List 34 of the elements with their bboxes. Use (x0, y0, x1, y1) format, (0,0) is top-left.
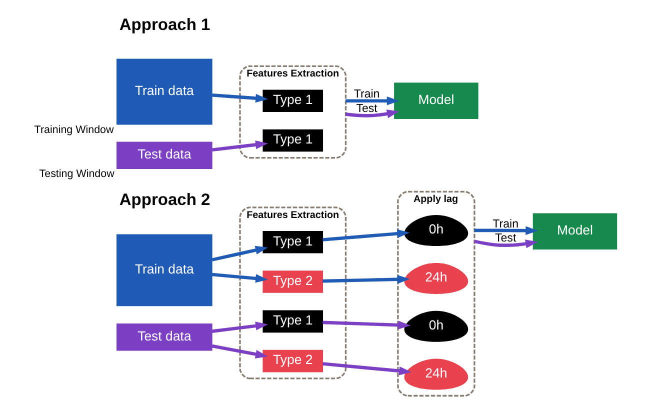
arrow (212, 93, 268, 103)
arrow (322, 229, 410, 242)
arrow (212, 246, 268, 262)
edge-label: Train (354, 88, 380, 101)
arrow (212, 272, 268, 283)
arrow (212, 344, 268, 358)
node-box: Type 1 (262, 129, 324, 152)
node-box: Test data (116, 323, 212, 351)
arrow (322, 274, 410, 284)
node-box: Type 1 (262, 310, 324, 333)
node-box: Model (394, 82, 478, 120)
edge-label: Test (356, 102, 378, 115)
arrow (346, 110, 400, 118)
arrow (212, 322, 268, 333)
node-box: Model (532, 213, 618, 250)
node-box: Train data (116, 234, 212, 306)
node-box: Type 2 (262, 270, 324, 293)
arrow (474, 240, 538, 248)
edge-label: Train (492, 218, 519, 230)
node-box: Test data (116, 142, 212, 169)
node-box: Train data (116, 58, 212, 125)
node-box: Type 1 (262, 230, 324, 254)
arrow (474, 226, 538, 235)
arrow (322, 320, 411, 330)
label: Approach 2 (119, 190, 210, 209)
arrow (322, 362, 412, 376)
label: Approach 1 (119, 14, 210, 34)
node-label: Testing Window (39, 168, 114, 180)
arrow (346, 96, 400, 106)
arrow (212, 140, 268, 152)
node-box: Type 1 (262, 90, 324, 112)
node-box: Type 2 (262, 350, 324, 372)
edge-label: Test (494, 232, 516, 244)
node-label: Training Window (34, 124, 114, 136)
